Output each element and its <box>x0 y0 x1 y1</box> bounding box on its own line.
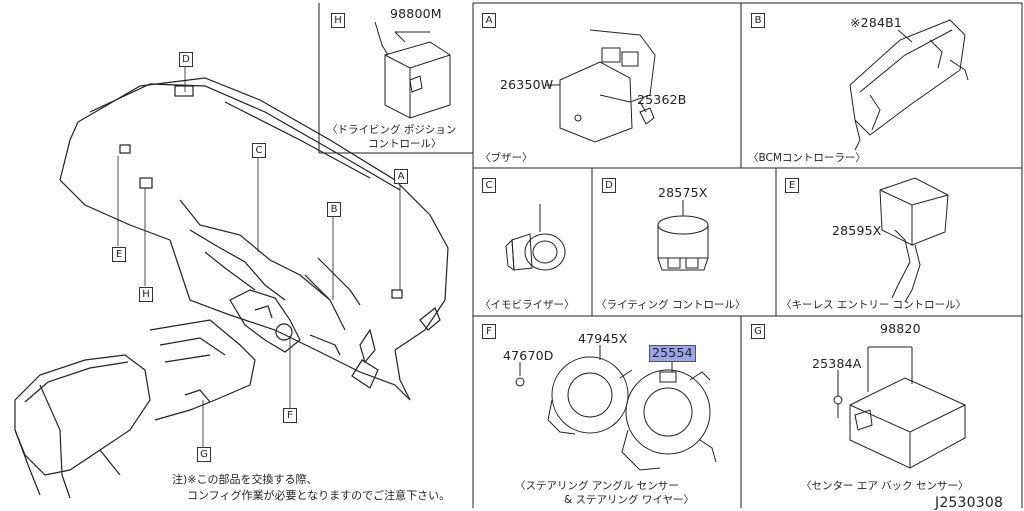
callout-f: F <box>283 408 297 423</box>
part-98800m[interactable]: 98800M <box>390 6 442 21</box>
part-98820[interactable]: 98820 <box>880 321 921 336</box>
note-line-1: 注)※この部品を交換する際、 <box>172 473 318 486</box>
panel-h-letter: H <box>331 13 345 28</box>
bcm-controller-drawing <box>849 19 969 151</box>
dashboard-assembly <box>14 77 449 499</box>
lighting-control-drawing <box>657 200 709 271</box>
part-25554-highlighted[interactable]: 25554 <box>649 345 696 362</box>
panel-d-caption: 〈ライティング コントロール〉 <box>596 299 746 311</box>
part-28575x[interactable]: 28575X <box>658 185 708 200</box>
part-47670d[interactable]: 47670D <box>503 348 554 363</box>
part-25384a[interactable]: 25384A <box>812 356 862 371</box>
panel-b-caption: 〈BCMコントローラー〉 <box>748 152 866 164</box>
panel-c-letter: C <box>482 178 496 193</box>
airbag-sensor-drawing <box>833 346 966 469</box>
callout-g: G <box>197 447 211 462</box>
keyless-entry-control-drawing <box>879 177 949 303</box>
callout-d: D <box>179 52 193 67</box>
panel-h-caption-1: 〈ドライビング ポジション <box>327 124 457 136</box>
panel-f-letter: F <box>482 324 496 339</box>
note-line-2: コンフィグ作業が必要となりますのでご注意下さい。 <box>187 489 451 502</box>
panel-e-letter: E <box>785 178 799 193</box>
part-28595x[interactable]: 28595X <box>832 223 882 238</box>
panel-d-letter: D <box>602 178 616 193</box>
steering-angle-sensor-drawing <box>515 345 717 471</box>
callout-c: C <box>252 143 266 158</box>
part-47945x[interactable]: 47945X <box>578 331 628 346</box>
callout-h: H <box>139 287 153 302</box>
panel-f-caption-2: & ステアリング ワイヤー〉 <box>564 494 695 506</box>
panel-b-letter: B <box>751 13 765 28</box>
callout-a: A <box>394 169 408 184</box>
panel-c-caption: 〈イモビライザー〉 <box>480 299 575 311</box>
panel-a-caption: 〈ブザー〉 <box>480 152 533 164</box>
part-26350w[interactable]: 26350W <box>500 77 554 92</box>
buzzer-drawing <box>545 29 656 143</box>
part-25362b[interactable]: 25362B <box>637 92 687 107</box>
panel-f-caption-1: 〈ステアリング アングル センサー <box>515 480 679 492</box>
immobilizer-drawing <box>505 204 566 271</box>
callout-b: B <box>327 202 341 217</box>
panel-e-caption: 〈キーレス エントリー コントロール〉 <box>781 299 967 311</box>
diagram-id: J2530308 <box>935 495 1004 511</box>
panel-g-caption: 〈センター エア バック センサー〉 <box>801 480 969 492</box>
panel-a-letter: A <box>482 13 496 28</box>
callout-e: E <box>112 247 126 262</box>
part-284b1[interactable]: ※284B1 <box>850 15 903 30</box>
panel-h-caption-2: コントロール〉 <box>368 138 442 150</box>
driving-position-control-drawing <box>374 21 451 119</box>
panel-g-letter: G <box>751 324 765 339</box>
